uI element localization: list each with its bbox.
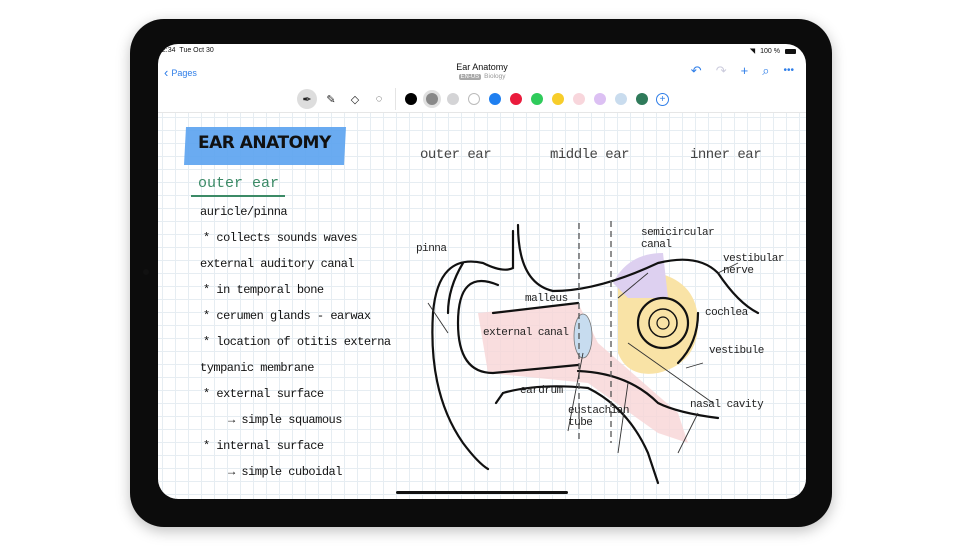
chevron-left-icon: ‹ (164, 65, 169, 80)
color-swatch[interactable] (488, 93, 501, 105)
canal-shading (478, 303, 688, 443)
lasso-icon[interactable]: ◌ (375, 93, 383, 105)
color-swatch[interactable] (530, 93, 543, 105)
notebook-name: Biology (484, 73, 506, 80)
wifi-icon: ◥ (749, 48, 756, 55)
label-eustachian: eustachian tube (568, 405, 630, 429)
label-vestibule: vestibule (709, 345, 764, 357)
note-line: → simple cuboidal (228, 465, 342, 479)
label-semicircular: semicircular canal (641, 227, 715, 251)
label-vestibular-nerve: vestibular nerve (723, 253, 785, 277)
note-line: tympanic membrane (200, 361, 314, 375)
pen-icon[interactable]: ✒ (297, 89, 317, 109)
more-icon[interactable]: ••• (783, 65, 794, 76)
date: Tue Oct 30 (179, 47, 214, 54)
color-swatch[interactable] (404, 93, 417, 105)
highlighter-icon[interactable]: ✎ (326, 93, 336, 106)
note-line: * collects sounds waves (203, 231, 358, 245)
battery-icon (785, 48, 796, 54)
label-pinna: pinna (416, 243, 447, 255)
status-bar: 12:34 Tue Oct 30 ◥ 100 % (158, 47, 806, 59)
section-title: outer ear (198, 175, 280, 192)
screen: 12:34 Tue Oct 30 ◥ 100 % ‹Pages Ear Anato… (158, 44, 806, 499)
note-heading: EAR ANATOMY (198, 133, 331, 153)
side-button (143, 269, 149, 275)
home-indicator[interactable] (396, 491, 568, 494)
language-badge: EN-US (458, 74, 482, 80)
region-header: outer ear (420, 147, 492, 163)
toolbar-divider (395, 88, 396, 110)
add-color-icon[interactable]: + (656, 92, 669, 106)
underline (191, 195, 285, 197)
battery-percent: 100 % (760, 47, 780, 55)
color-swatch[interactable] (635, 93, 648, 105)
note-line: * in temporal bone (203, 283, 324, 297)
note-line: external auditory canal (200, 257, 355, 271)
color-swatch[interactable] (572, 93, 585, 105)
region-header: middle ear (550, 147, 630, 163)
note-canvas[interactable]: EAR ANATOMY outer ear auricle/pinna * col… (158, 112, 806, 499)
color-swatch[interactable] (446, 93, 459, 105)
add-icon[interactable]: + (740, 63, 749, 78)
search-icon[interactable]: ⌕ (762, 63, 770, 78)
label-nasal: nasal cavity (690, 399, 764, 411)
label-eardrum: eardrum (520, 385, 563, 397)
undo-icon[interactable]: ↶ (690, 63, 702, 78)
color-swatch[interactable] (551, 93, 564, 105)
color-swatch[interactable] (425, 93, 438, 105)
label-external-canal: external canal (483, 327, 569, 339)
note-line: * cerumen glands - earwax (203, 309, 371, 323)
note-line: * location of otitis externa (203, 335, 391, 349)
eardrum-fill (573, 313, 593, 359)
color-swatch[interactable] (593, 93, 606, 105)
color-swatch[interactable] (614, 93, 627, 105)
eraser-icon[interactable]: ◇ (350, 93, 360, 106)
time: 12:34 (158, 47, 176, 54)
back-button[interactable]: ‹Pages (164, 65, 197, 80)
back-label: Pages (171, 67, 197, 78)
label-malleus: malleus (525, 293, 568, 305)
region-header: inner ear (690, 147, 762, 163)
color-swatch[interactable] (467, 93, 480, 105)
page-title: Ear Anatomy (456, 62, 508, 72)
note-line: * external surface (203, 387, 324, 401)
note-line: → simple squamous (228, 413, 342, 427)
note-line: auricle/pinna (200, 205, 288, 219)
semicircular-fill (613, 253, 668, 298)
note-line: * internal surface (203, 439, 324, 453)
ear-diagram (427, 221, 760, 485)
drawing-toolbar: ✒ ✎ ◇ ◌ + (158, 87, 806, 111)
redo-icon[interactable]: ↷ (715, 63, 727, 78)
label-cochlea: cochlea (705, 307, 748, 319)
color-swatch[interactable] (509, 93, 522, 105)
